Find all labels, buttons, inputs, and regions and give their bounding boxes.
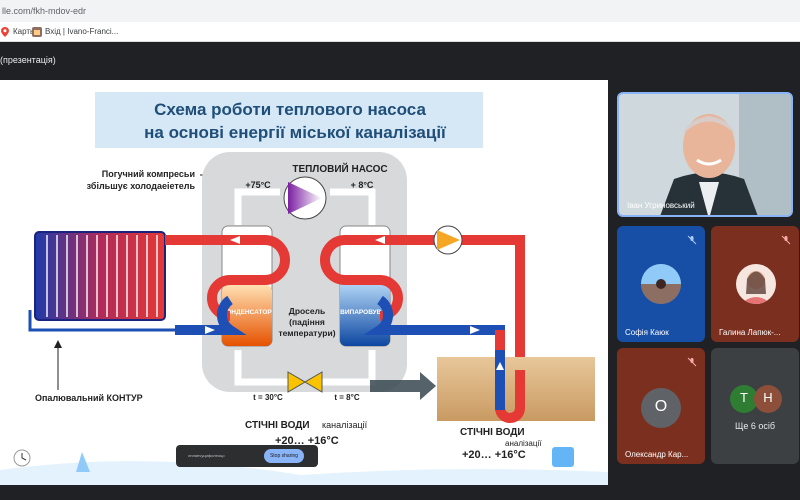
temp-hot: +75°C bbox=[245, 180, 271, 190]
avatar-letter: Т bbox=[740, 390, 748, 405]
flask-icon bbox=[76, 452, 90, 472]
more-participants-tile[interactable]: Т Н Ще 6 осіб bbox=[711, 348, 799, 464]
throttle-line2: (падіння bbox=[289, 317, 325, 327]
beaker-icon bbox=[552, 447, 574, 467]
avatar bbox=[730, 385, 758, 413]
waste-water-title: СТІЧНІ ВОДИ bbox=[245, 420, 310, 431]
avatar bbox=[736, 264, 776, 304]
avatar-letter: Н bbox=[763, 390, 773, 405]
participant-name: Олександр Кар... bbox=[625, 450, 689, 459]
slide-title-line2: на основі енергії міської каналізації bbox=[144, 123, 447, 142]
participant-name: Софія Каюк bbox=[625, 328, 669, 337]
throttle-line1: Дросель bbox=[289, 306, 325, 316]
mic-off-icon bbox=[781, 232, 791, 245]
avatar bbox=[641, 388, 681, 428]
title-box bbox=[95, 92, 483, 148]
mic-off-icon bbox=[687, 232, 697, 245]
bookmark-maps[interactable]: Карты bbox=[0, 25, 36, 39]
bookmark-label: Вхід | Ivano-Franсі... bbox=[45, 27, 119, 36]
participant-name: Галина Лапюк-... bbox=[719, 328, 781, 337]
heat-pump-diagram: Схема роботи теплового насоса на основі … bbox=[0, 92, 608, 485]
waste-water2-range: +20… +16°C bbox=[462, 449, 526, 461]
maps-icon bbox=[0, 27, 10, 37]
avatar bbox=[754, 385, 782, 413]
temp-cold: + 8°C bbox=[351, 180, 374, 190]
participant-name: Іван Угриновський bbox=[627, 201, 695, 210]
screen-share-toast: лпланчуцифолеоцо Stop sharing bbox=[176, 445, 318, 467]
slide-title-line1: Схема роботи теплового насоса bbox=[154, 100, 426, 119]
waste-water-sub: каналізації bbox=[322, 420, 368, 430]
participant-tile-oleksandr[interactable]: О Олександр Кар... bbox=[617, 348, 705, 464]
site-icon bbox=[32, 27, 42, 37]
radiator bbox=[34, 231, 166, 321]
t-left: t = 30°C bbox=[253, 393, 283, 402]
heat-pump-label: ТЕПЛОВИЙ НАСОС bbox=[292, 162, 387, 175]
stop-sharing-button[interactable]: Stop sharing bbox=[264, 449, 304, 463]
avatar-letter: О bbox=[654, 398, 668, 415]
condenser-label: КОНДЕНСАТОР bbox=[222, 309, 272, 316]
wave-decoration bbox=[0, 461, 608, 485]
toast-text: лпланчуцифолеоцо bbox=[188, 453, 225, 458]
participant-tile-sofia[interactable]: Софія Каюк bbox=[617, 226, 705, 342]
meet-bottom-bar bbox=[0, 485, 800, 500]
throttle-valve-icon bbox=[287, 371, 323, 393]
bookmark-label: Карты bbox=[13, 27, 36, 36]
presentation-title: (презентація) bbox=[0, 55, 56, 65]
url-text[interactable]: lle.com/fkh-mdov-edr bbox=[2, 6, 87, 16]
waste-water2-title: СТІЧНІ ВОДИ bbox=[460, 427, 525, 438]
waste-water-range: +20… +16°C bbox=[275, 435, 339, 447]
browser-address-bar[interactable]: lle.com/fkh-mdov-edr bbox=[0, 0, 800, 22]
waste-water2-sub: аналізації bbox=[505, 439, 542, 448]
participant-video bbox=[619, 94, 791, 215]
compressor-note-line2: збільшує холодаеіетель bbox=[87, 181, 196, 191]
mic-off-icon bbox=[687, 354, 697, 367]
heating-circuit-label: Опалювальний КОНТУР bbox=[35, 393, 143, 403]
throttle-line3: температури) bbox=[278, 328, 335, 338]
more-participants-label: Ще 6 осіб bbox=[734, 421, 776, 431]
bookmark-site[interactable]: Вхід | Ivano-Franсі... bbox=[32, 25, 118, 39]
compressor-note-line1: Погучний компресьи bbox=[102, 169, 195, 179]
t-right: t = 8°C bbox=[334, 393, 359, 402]
shared-slide: Схема роботи теплового насоса на основі … bbox=[0, 80, 608, 485]
avatar bbox=[641, 264, 681, 304]
participant-tile-ivan[interactable]: Іван Угриновський bbox=[617, 92, 793, 217]
meet-top-bar: (презентація) bbox=[0, 42, 800, 80]
evaporator-label: ВИПАРОВУВАЧ bbox=[340, 309, 390, 316]
bookmarks-bar: Карты Вхід | Ivano-Franсі... bbox=[0, 22, 800, 42]
participant-tile-galyna[interactable]: Галина Лапюк-... bbox=[711, 226, 799, 342]
